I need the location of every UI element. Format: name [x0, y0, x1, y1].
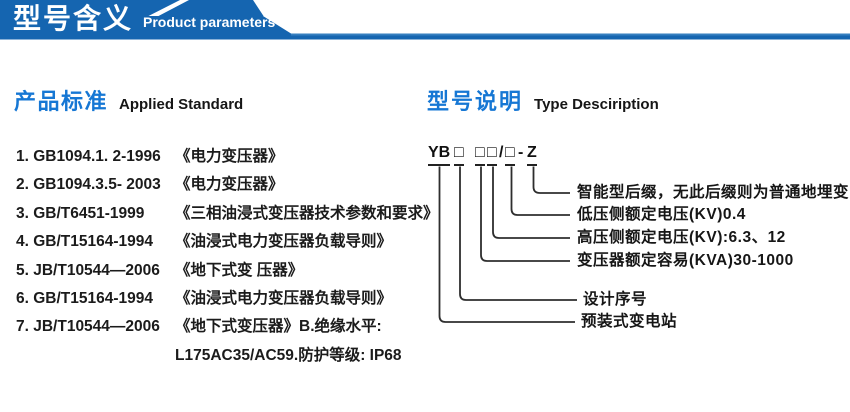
model-section-title: 型号说明 Type Desciription	[427, 84, 659, 116]
standard-desc: 《油浸式电力变压器负载导则》	[175, 233, 393, 251]
model-title-en: Type Desciription	[534, 96, 659, 113]
header-title: 型号含义	[13, 3, 134, 34]
standard-code: 1. GB1094.1. 2-1996	[16, 148, 161, 165]
standard-code: 4. GB/T15164-1994	[16, 233, 154, 251]
standard-code: 6. GB/T15164-1994	[16, 290, 154, 308]
code-suffix-z: Z	[527, 143, 537, 166]
label-hv-voltage: 高压侧额定电压(KV):6.3、12	[577, 229, 786, 246]
standard-code: 5. JB/T10544—2006	[16, 261, 160, 279]
standard-desc: 《油浸式电力变压器负载导则》	[175, 290, 393, 308]
header-ribbon-shape	[0, 0, 850, 40]
label-rated-capacity: 变压器额定容易(KVA)30-1000	[577, 252, 794, 269]
standard-code: 7. JB/T10544—2006	[16, 318, 160, 336]
standard-code: 2. GB1094.3.5- 2003	[16, 176, 161, 194]
standards-section-title: 产品标准 Applied Standard	[14, 84, 243, 116]
code-box-design: □	[454, 143, 464, 166]
label-design-number: 设计序号	[583, 291, 648, 308]
standard-item-7-cont: L175AC35/AC59.防护等级: IP68	[16, 342, 439, 370]
standard-item-5: 5. JB/T10544—2006 《地下式变 压器》	[16, 257, 439, 285]
standard-desc: 《地下式变 压器》	[175, 261, 304, 279]
standard-code: 3. GB/T6451-1999	[16, 204, 145, 222]
model-code-diagram: YB □ □ □ / □ - Z 智能型后缀，无此后缀则为普通地埋变 低压侧额定…	[420, 140, 850, 350]
standard-item-2: 2. GB1094.3.5- 2003 《电力变压器》	[16, 171, 439, 199]
page-header: 型号含义 Product parameters	[0, 0, 850, 44]
standards-title-cn: 产品标准	[14, 89, 109, 114]
label-lv-voltage: 低压侧额定电压(KV)0.4	[577, 206, 746, 223]
code-slash: /	[499, 144, 504, 161]
header-subtitle: Product parameters	[143, 14, 276, 30]
code-prefix: YB	[428, 143, 451, 166]
standard-item-1: 1. GB1094.1. 2-1996 《电力变压器》	[16, 143, 439, 171]
standard-item-4: 4. GB/T15164-1994 《油浸式电力变压器负载导则》	[16, 228, 439, 256]
standard-desc: L175AC35/AC59.防护等级: IP68	[175, 346, 402, 364]
standard-item-6: 6. GB/T15164-1994 《油浸式电力变压器负载导则》	[16, 285, 439, 313]
diagram-connector-lines	[438, 166, 577, 323]
label-smart-suffix: 智能型后缀，无此后缀则为普通地埋变	[577, 184, 850, 201]
code-box-lv: □	[505, 143, 515, 166]
standard-desc: 《地下式变压器》B.绝缘水平:	[175, 318, 382, 336]
standard-desc: 《电力变压器》	[175, 148, 284, 165]
standard-desc: 《三相油浸式变压器技术参数和要求》	[175, 204, 439, 222]
standards-list: 1. GB1094.1. 2-1996 《电力变压器》 2. GB1094.3.5…	[16, 143, 439, 370]
code-box-hv: □	[487, 143, 497, 166]
standard-desc: 《电力变压器》	[175, 176, 284, 194]
standard-item-3: 3. GB/T6451-1999 《三相油浸式变压器技术参数和要求》	[16, 200, 439, 228]
label-prefab-substation: 预装式变电站	[581, 313, 678, 330]
code-box-capacity: □	[475, 143, 485, 166]
model-title-cn: 型号说明	[427, 89, 524, 114]
code-dash: -	[518, 144, 524, 161]
standard-item-7: 7. JB/T10544—2006 《地下式变压器》B.绝缘水平:	[16, 313, 439, 341]
standards-title-en: Applied Standard	[119, 96, 244, 113]
